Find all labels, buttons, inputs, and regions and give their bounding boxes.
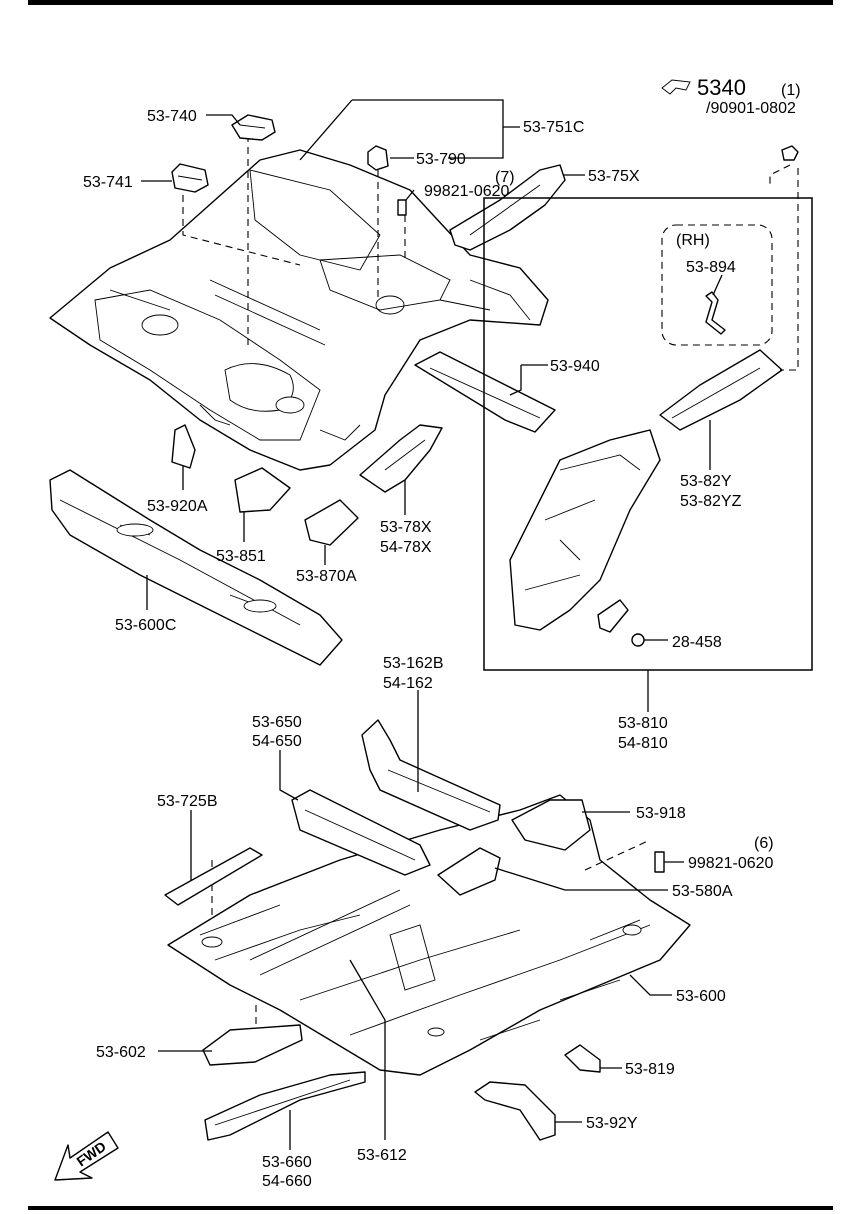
part-53-650-drawing: [291, 789, 431, 876]
part-53-894-drawing: [705, 291, 726, 335]
label-53-894[interactable]: 53-894: [686, 259, 736, 276]
top-border-bar: [28, 0, 833, 5]
part-53-78x-drawing: [359, 424, 443, 493]
page-reference[interactable]: 5340: [697, 75, 746, 100]
part-53-940-drawing: [414, 351, 556, 433]
label-99821-0620-top[interactable]: 99821-0620: [424, 183, 510, 200]
label-53-162b[interactable]: 53-162B: [383, 655, 444, 672]
label-53-918[interactable]: 53-918: [636, 805, 686, 822]
label-53-920a[interactable]: 53-920A: [147, 498, 208, 515]
fwd-arrow-icon: [54, 1131, 119, 1181]
label-53-82y[interactable]: 53-82Y: [680, 473, 732, 490]
part-53-918-drawing: [511, 799, 591, 851]
label-53-75x[interactable]: 53-75X: [588, 168, 640, 185]
part-53-725b-drawing: [164, 847, 263, 906]
qty-7: (7): [495, 169, 515, 186]
label-53-751c[interactable]: 53-751C: [523, 119, 584, 136]
label-54-810[interactable]: 54-810: [618, 735, 668, 752]
label-53-851[interactable]: 53-851: [216, 548, 266, 565]
label-53-725b[interactable]: 53-725B: [157, 793, 218, 810]
leader-lines: [141, 99, 723, 1150]
part-53-741-drawing: [171, 163, 209, 193]
part-53-600c-drawing: [49, 469, 343, 666]
label-53-660[interactable]: 53-660: [262, 1154, 312, 1171]
part-53-790-drawing: [367, 145, 389, 171]
label-53-870a[interactable]: 53-870A: [296, 568, 357, 585]
label-53-600c[interactable]: 53-600C: [115, 617, 176, 634]
label-54-78x[interactable]: 54-78X: [380, 539, 432, 556]
rh-detail-box: [661, 224, 773, 346]
bottom-border-bar: [28, 1206, 833, 1210]
label-53-580a[interactable]: 53-580A: [672, 883, 733, 900]
part-28-458-drawing: [631, 633, 645, 647]
label-53-740[interactable]: 53-740: [147, 108, 197, 125]
label-53-940[interactable]: 53-940: [550, 358, 600, 375]
part-53-851-drawing: [234, 467, 291, 513]
label-53-600[interactable]: 53-600: [676, 988, 726, 1005]
dash-90901: [769, 164, 799, 371]
part-53-92y-drawing: [474, 1081, 556, 1141]
label-rh: (RH): [676, 232, 710, 249]
label-53-82yz[interactable]: 53-82YZ: [680, 493, 742, 510]
label-53-819[interactable]: 53-819: [625, 1061, 675, 1078]
part-53-660-drawing: [204, 1071, 366, 1141]
part-53-75x-drawing: [449, 164, 566, 251]
bolt-icon: [654, 851, 665, 873]
part-53-162b-drawing: [361, 719, 501, 831]
label-53-78x[interactable]: 53-78X: [380, 519, 432, 536]
label-53-92y[interactable]: 53-92Y: [586, 1115, 638, 1132]
label-53-810[interactable]: 53-810: [618, 715, 668, 732]
label-90901-0802[interactable]: /90901-0802: [706, 100, 796, 117]
label-53-612[interactable]: 53-612: [357, 1147, 407, 1164]
bolt-icon: [397, 199, 407, 216]
rear-floor-pan-drawing: [49, 135, 549, 471]
part-53-740-drawing: [231, 114, 276, 141]
part-53-602-drawing: [202, 1024, 303, 1066]
label-53-602[interactable]: 53-602: [96, 1044, 146, 1061]
label-53-650[interactable]: 53-650: [252, 714, 302, 731]
page-reference-icon: [661, 79, 691, 95]
label-28-458[interactable]: 28-458: [672, 634, 722, 651]
label-53-741[interactable]: 53-741: [83, 174, 133, 191]
bracket-small-inset: [597, 599, 629, 633]
qty-6: (6): [754, 835, 774, 852]
label-54-660[interactable]: 54-660: [262, 1173, 312, 1190]
part-53-810-drawing: [509, 429, 661, 631]
part-53-870a-drawing: [304, 499, 359, 546]
part-53-819-drawing: [564, 1044, 601, 1073]
clip-90901-0802-drawing: [781, 145, 799, 161]
label-99821-0620-bottom[interactable]: 99821-0620: [688, 855, 774, 872]
part-53-920a-drawing: [171, 424, 196, 469]
part-53-82y-drawing: [659, 349, 783, 431]
qty-1: (1): [781, 82, 801, 99]
label-54-650[interactable]: 54-650: [252, 733, 302, 750]
label-53-790[interactable]: 53-790: [416, 151, 466, 168]
label-54-162[interactable]: 54-162: [383, 675, 433, 692]
